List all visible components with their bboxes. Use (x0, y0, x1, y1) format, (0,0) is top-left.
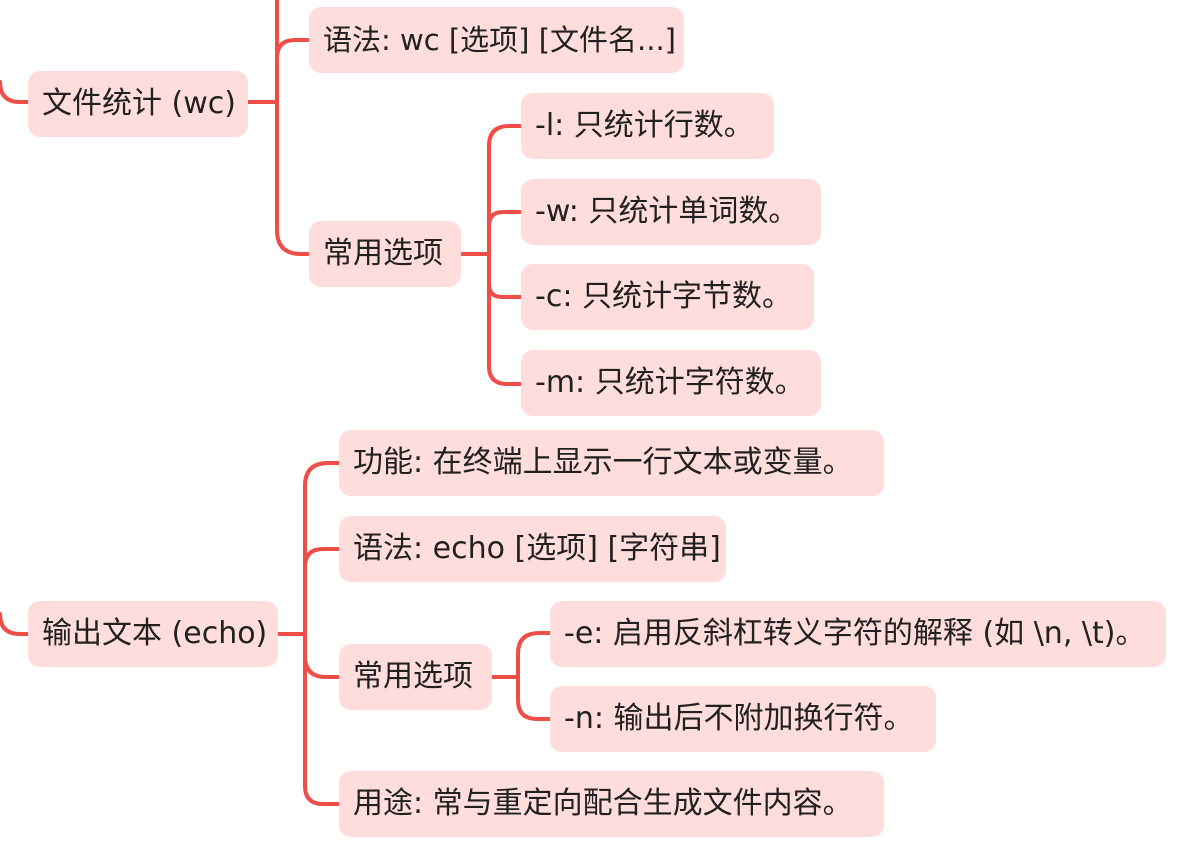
node-echo-options[interactable]: 常用选项 (339, 644, 492, 710)
connector-wc-incoming (0, 80, 30, 104)
connector-wc-opt-m (487, 364, 523, 386)
node-wc-syntax-label: 语法: wc [选项] [文件名...] (323, 23, 676, 57)
connector-wc-opt-w (487, 210, 523, 228)
node-wc[interactable]: 文件统计 (wc) (28, 71, 248, 137)
node-wc-syntax[interactable]: 语法: wc [选项] [文件名...] (309, 7, 684, 73)
node-echo[interactable]: 输出文本 (echo) (28, 601, 278, 667)
node-echo-options-label: 常用选项 (353, 659, 473, 694)
node-wc-option-c[interactable]: -c: 只统计字节数。 (521, 264, 814, 330)
node-echo-option-n[interactable]: -n: 输出后不附加换行符。 (550, 686, 936, 752)
node-wc-label: 文件统计 (wc) (42, 86, 236, 121)
node-wc-option-m-label: -m: 只统计字符数。 (535, 365, 805, 400)
connector-echo-opt-e (516, 631, 552, 656)
connector-echo-options (303, 654, 341, 679)
connector-wc-opt-l (487, 124, 523, 148)
node-wc-options-label: 常用选项 (323, 236, 443, 271)
connector-echo-incoming (0, 612, 30, 636)
node-echo-option-n-label: -n: 输出后不附加换行符。 (564, 701, 914, 736)
connector-echo-usage (303, 784, 341, 806)
connector-echo-syntax (303, 547, 341, 569)
node-echo-syntax-label: 语法: echo [选项] [字符串] (353, 531, 721, 566)
node-echo-syntax[interactable]: 语法: echo [选项] [字符串] (339, 516, 726, 582)
connector-echo-opt-n (516, 698, 552, 721)
node-echo-function[interactable]: 功能: 在终端上显示一行文本或变量。 (339, 430, 884, 496)
node-wc-option-c-label: -c: 只统计字节数。 (535, 279, 792, 314)
node-wc-option-w-label: -w: 只统计单词数。 (535, 194, 799, 229)
node-echo-function-label: 功能: 在终端上显示一行文本或变量。 (353, 445, 853, 480)
node-wc-options[interactable]: 常用选项 (309, 221, 461, 287)
connector-echo-function (303, 461, 341, 488)
node-echo-usage[interactable]: 用途: 常与重定向配合生成文件内容。 (339, 771, 884, 837)
node-echo-usage-label: 用途: 常与重定向配合生成文件内容。 (353, 786, 853, 821)
node-echo-label: 输出文本 (echo) (42, 616, 268, 651)
connector-wc-syntax (275, 38, 311, 60)
node-wc-option-w[interactable]: -w: 只统计单词数。 (521, 179, 821, 245)
node-wc-option-l-label: -l: 只统计行数。 (535, 108, 754, 143)
connector-wc-opt-c (487, 282, 523, 299)
node-wc-option-l[interactable]: -l: 只统计行数。 (521, 93, 774, 159)
node-wc-option-m[interactable]: -m: 只统计字符数。 (521, 350, 821, 416)
connector-wc-options (275, 228, 311, 256)
node-echo-option-e-label: -e: 启用反斜杠转义字符的解释 (如 \n, \t)。 (564, 616, 1146, 651)
node-echo-option-e[interactable]: -e: 启用反斜杠转义字符的解释 (如 \n, \t)。 (550, 601, 1166, 667)
